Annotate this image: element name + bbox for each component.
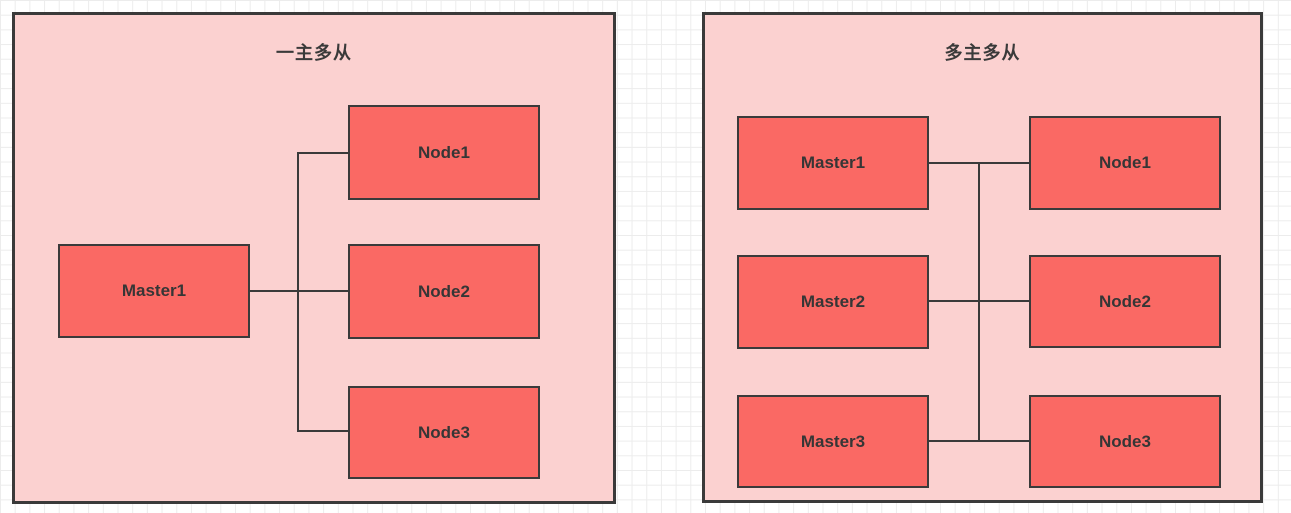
panel-title-one-master: 一主多从 <box>276 43 352 63</box>
left-node2-box: Node2 <box>348 244 540 339</box>
connector-right-vertical-bus <box>978 162 980 442</box>
connector-left-vertical-bus <box>297 152 299 432</box>
right-master2-box: Master2 <box>737 255 929 349</box>
right-master3-box: Master3 <box>737 395 929 488</box>
panel-title-multi-master: 多主多从 <box>944 43 1021 63</box>
left-node3-box: Node3 <box>348 386 540 479</box>
right-node2-box: Node2 <box>1029 255 1221 348</box>
right-node3-box: Node3 <box>1029 395 1221 488</box>
left-node1-box: Node1 <box>348 105 540 200</box>
connector-left-to-node3 <box>297 430 348 432</box>
connector-left-to-node1 <box>297 152 348 154</box>
connector-left-master1-trunk <box>250 290 348 292</box>
left-master1-box: Master1 <box>58 244 250 338</box>
right-master1-box: Master1 <box>737 116 929 210</box>
right-node1-box: Node1 <box>1029 116 1221 210</box>
